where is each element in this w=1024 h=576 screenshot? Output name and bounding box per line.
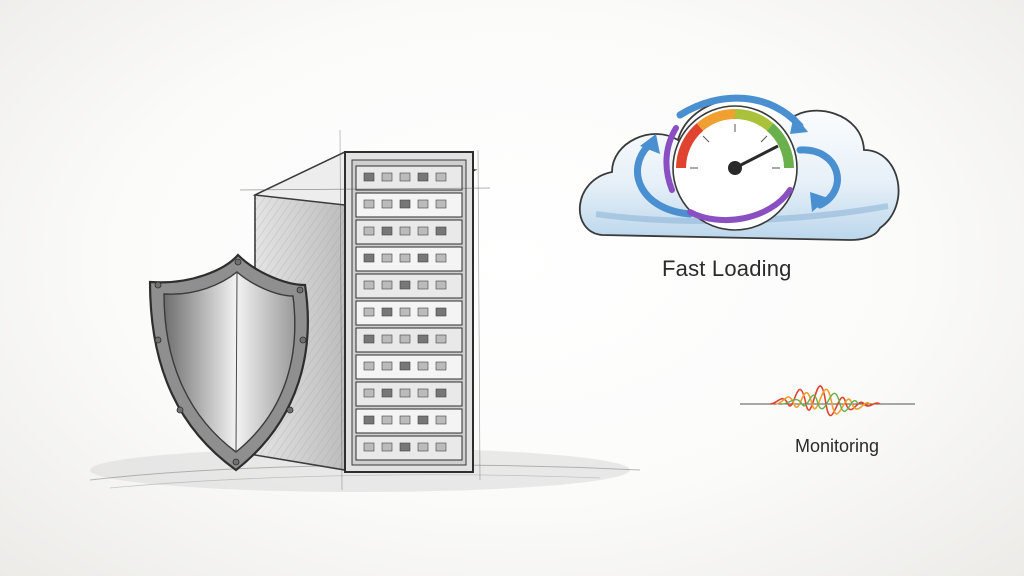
rack-port xyxy=(363,199,375,209)
rack-port xyxy=(381,226,393,236)
rack-port xyxy=(417,199,429,209)
rack-port xyxy=(381,442,393,452)
rack-port xyxy=(399,334,411,344)
rack-port xyxy=(381,307,393,317)
rack-port xyxy=(399,415,411,425)
rack-port xyxy=(417,361,429,371)
rack-port xyxy=(417,253,429,263)
rack-port xyxy=(399,388,411,398)
shield-icon xyxy=(148,253,309,472)
rack-port xyxy=(399,361,411,371)
speedometer-icon xyxy=(672,105,798,231)
rack-port xyxy=(363,334,375,344)
rack-port xyxy=(435,226,447,236)
fast-loading-label: Fast Loading xyxy=(662,256,792,281)
rack-port xyxy=(381,172,393,182)
rack-port xyxy=(363,172,375,182)
rack-port xyxy=(399,226,411,236)
rack-port xyxy=(363,307,375,317)
rack-port xyxy=(399,442,411,452)
rack-port xyxy=(399,307,411,317)
rack-port xyxy=(417,415,429,425)
rack-port xyxy=(363,280,375,290)
rack-port xyxy=(435,361,447,371)
server-rack-icon xyxy=(239,129,491,491)
rack-port xyxy=(381,361,393,371)
rack-port xyxy=(417,388,429,398)
rack-port xyxy=(381,253,393,263)
rack-port xyxy=(417,172,429,182)
rack-port xyxy=(399,280,411,290)
refresh-arrows-icon xyxy=(634,94,841,224)
rack-port xyxy=(381,415,393,425)
rack-port xyxy=(381,334,393,344)
rack-port xyxy=(363,388,375,398)
rack-port xyxy=(435,172,447,182)
rack-port xyxy=(399,253,411,263)
rack-port xyxy=(417,334,429,344)
rack-port xyxy=(363,415,375,425)
rack-port xyxy=(399,199,411,209)
monitoring-label: Monitoring xyxy=(795,436,880,456)
rack-port xyxy=(363,226,375,236)
rack-units xyxy=(355,165,463,461)
rack-port xyxy=(399,172,411,182)
rack-port xyxy=(435,280,447,290)
rack-port xyxy=(381,199,393,209)
waveform-icon xyxy=(740,385,915,417)
rack-port xyxy=(417,226,429,236)
rack-port xyxy=(435,388,447,398)
rack-port xyxy=(381,388,393,398)
rack-port xyxy=(435,415,447,425)
rack-port xyxy=(363,361,375,371)
rack-port xyxy=(381,280,393,290)
rack-port xyxy=(435,307,447,317)
rack-port xyxy=(363,253,375,263)
rack-port xyxy=(435,253,447,263)
rack-port xyxy=(417,442,429,452)
rack-port xyxy=(417,280,429,290)
rack-port xyxy=(363,442,375,452)
rack-port xyxy=(435,442,447,452)
rack-port xyxy=(417,307,429,317)
rack-port xyxy=(435,334,447,344)
rack-port xyxy=(435,199,447,209)
